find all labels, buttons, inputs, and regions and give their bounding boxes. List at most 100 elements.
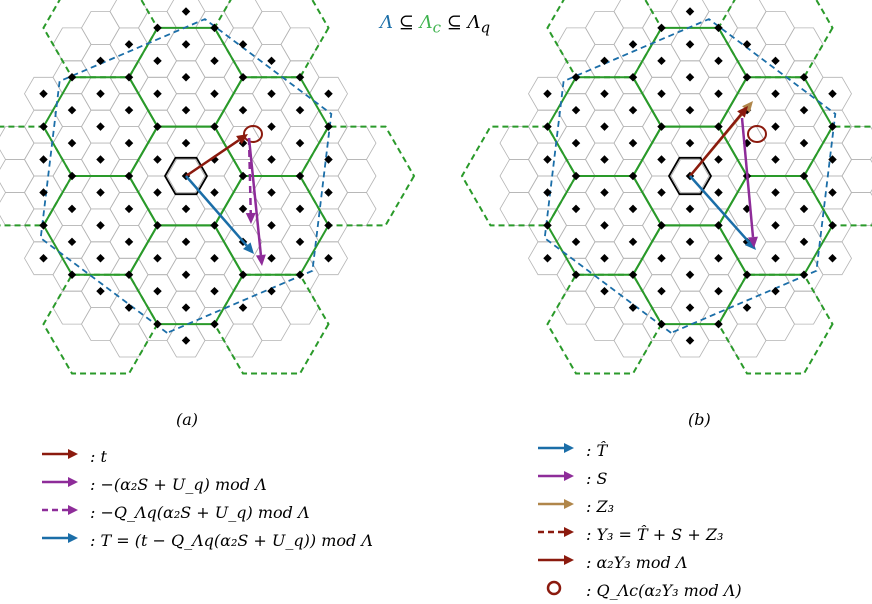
lattice-point (600, 122, 609, 131)
lattice-point (628, 303, 638, 312)
alpha-Y3-arrow-shaft (689, 113, 742, 177)
lattice-point (210, 122, 219, 131)
lattice-point (153, 122, 162, 131)
lattice-point (600, 56, 609, 66)
lattice-point (238, 204, 248, 214)
lattice-point (39, 155, 48, 164)
legend-left: : t : −(α₂S + U_q) mod Λ : −Q_Λq(α₂S + U_q… (40, 442, 373, 554)
lattice-point (295, 138, 305, 148)
fine-hexagon (0, 126, 35, 160)
fine-hexagon (841, 192, 872, 226)
lattice-point (714, 56, 723, 66)
legend-right-item: : Q_Λc(α₂Y₃ mod Λ) (536, 576, 742, 604)
lattice-point (742, 40, 752, 49)
lattice-point (210, 286, 219, 296)
lattice-point (571, 204, 581, 214)
lattice-point (685, 336, 695, 345)
Q-alpha-S-arrow-head (245, 212, 256, 224)
lattice-point (124, 237, 134, 247)
lattice-point (96, 286, 105, 296)
legend-arrow-icon (536, 438, 586, 462)
legend-label: : S (586, 468, 608, 488)
lattice-point (628, 237, 638, 247)
lattice-point (324, 254, 333, 263)
lattice-point (295, 204, 305, 214)
lattice-point (153, 319, 162, 329)
legend-arrow-icon (40, 472, 90, 496)
lattice-point (657, 155, 666, 164)
lattice-point (657, 188, 666, 197)
lattice-point (543, 155, 552, 164)
lattice-point (153, 155, 162, 164)
lattice-point (124, 204, 134, 214)
outer-lattice-hexagon (543, 18, 837, 334)
lattice-point (324, 188, 333, 197)
lattice-point (771, 56, 780, 66)
fine-hexagon (223, 323, 263, 358)
fine-hexagon (841, 159, 872, 193)
legend-arrow-icon (40, 528, 90, 552)
legend-left-item: : −Q_Λq(α₂S + U_q) mod Λ (40, 498, 373, 526)
lattice-point (181, 336, 191, 345)
legend-label: : −(α₂S + U_q) mod Λ (90, 474, 267, 494)
lattice-point (210, 89, 219, 98)
legend-label: : −Q_Λq(α₂S + U_q) mod Λ (90, 502, 310, 522)
lattice-point (324, 221, 333, 230)
lattice-point (685, 7, 695, 16)
lattice-point (799, 237, 809, 247)
coarse-hexagon (460, 125, 578, 227)
lattice-point (238, 171, 248, 181)
lattice-point (771, 122, 780, 131)
legend-left-item: : t (40, 442, 373, 470)
lattice-point (181, 40, 191, 49)
lattice-point (39, 254, 48, 263)
lattice-point (267, 286, 276, 296)
lattice-point (153, 286, 162, 296)
lattice-point (742, 270, 752, 279)
lattice-point (657, 23, 666, 33)
lattice-point (267, 89, 276, 98)
lattice-point (324, 89, 333, 98)
coarse-hexagon (42, 0, 159, 79)
T-hat-arrow-shaft (689, 175, 750, 243)
lattice-point (600, 89, 609, 98)
fine-hexagon (337, 192, 377, 226)
lattice-point (799, 73, 809, 82)
lattice-point (238, 270, 248, 279)
lattice-point (295, 171, 305, 181)
lattice-point (742, 73, 752, 82)
lattice-point (799, 171, 809, 181)
lattice-point (799, 270, 809, 279)
lattice-point (543, 254, 552, 263)
fine-hexagon (499, 126, 539, 160)
lattice-point (210, 56, 219, 66)
lattice-point (67, 270, 77, 279)
fine-hexagon (585, 11, 624, 45)
lattice-point (771, 188, 780, 197)
lattice-point (153, 56, 162, 66)
lattice-point (295, 73, 305, 82)
lattice-point (238, 105, 248, 115)
lattice-point (96, 122, 105, 131)
legend-right-item: : S (536, 464, 742, 492)
lattice-point (828, 221, 837, 230)
lattice-point (39, 188, 48, 197)
lattice-point (181, 73, 191, 82)
lattice-point (714, 221, 723, 230)
lattice-chain-title: Λ ⊆ Λc ⊆ Λq (380, 12, 490, 37)
lattice-point (39, 221, 48, 230)
lattice-point (657, 89, 666, 98)
lattice-point (571, 105, 581, 115)
lattice-point (67, 138, 77, 148)
lattice-point (628, 204, 638, 214)
lattice-point (685, 105, 695, 115)
fine-hexagon (499, 192, 539, 226)
lattice-point (210, 221, 219, 230)
fine-hexagon (613, 0, 653, 29)
legend-arrow-icon (536, 466, 586, 490)
fine-hexagon (756, 11, 795, 45)
fine-hexagon (556, 27, 596, 62)
legend-label: : α₂Y₃ mod Λ (586, 552, 688, 572)
lattice-point (210, 254, 219, 263)
lattice-point (124, 270, 134, 279)
